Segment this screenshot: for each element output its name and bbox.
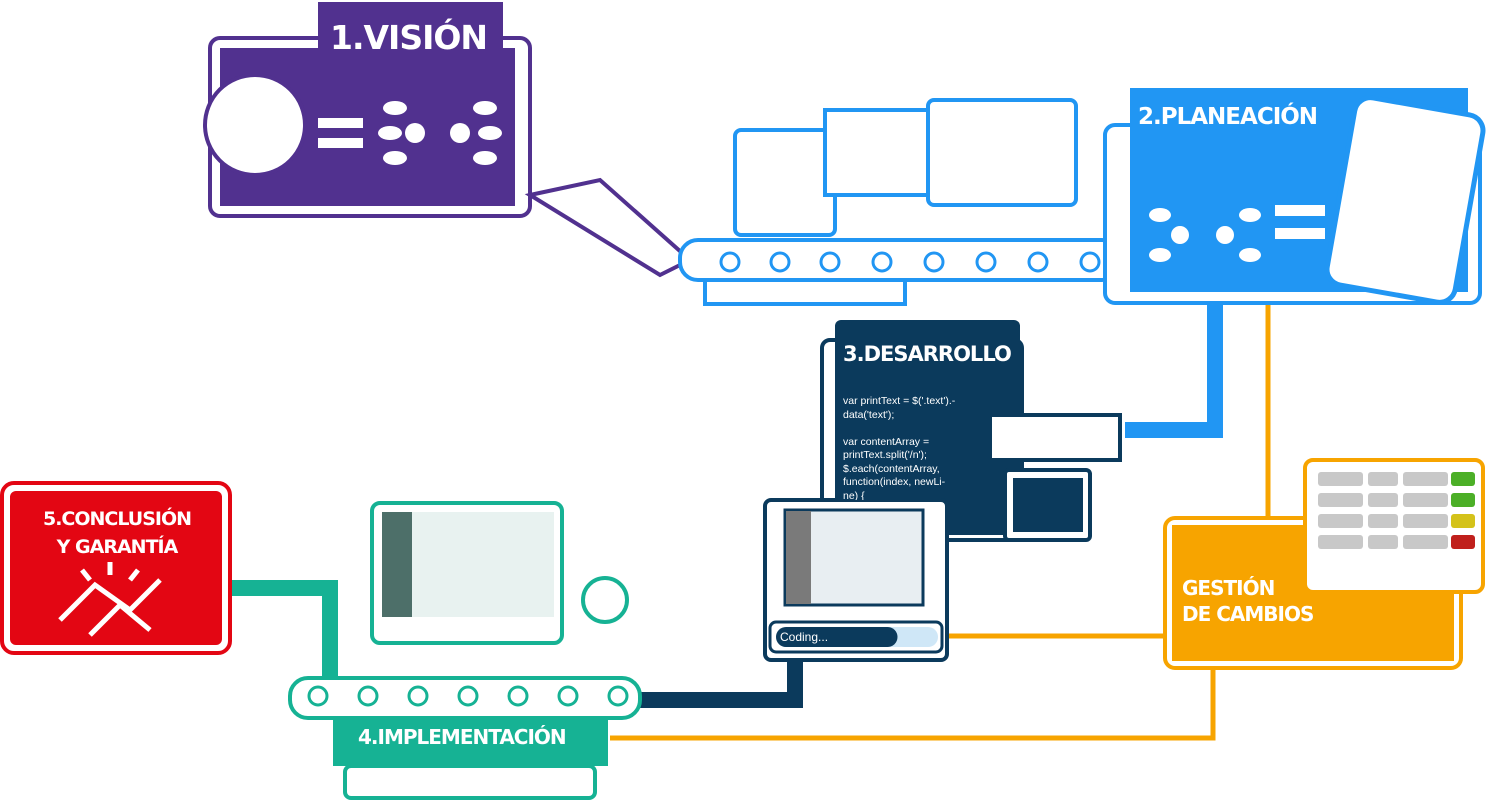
top-conveyor bbox=[678, 98, 1122, 306]
presentation-icon bbox=[823, 108, 945, 197]
document-icon bbox=[733, 128, 837, 237]
monitor-icon bbox=[926, 98, 1078, 207]
conclusion-line-1: 5.CONCLUSIÓN bbox=[42, 508, 192, 530]
stage-planning-label: 2.PLANEACIÓN bbox=[1138, 104, 1318, 130]
presenter-icon bbox=[581, 576, 629, 624]
implementation-panel bbox=[288, 501, 642, 800]
status-indicator bbox=[1451, 514, 1475, 528]
stage-implementation-label: 4.IMPLEMENTACIÓN bbox=[358, 725, 567, 749]
status-row-cell bbox=[1403, 472, 1448, 486]
status-row-cell bbox=[1318, 514, 1363, 528]
status-row-cell bbox=[1368, 472, 1398, 486]
status-row-cell bbox=[1403, 493, 1448, 507]
conclusion-line-2: Y GARANTÍA bbox=[56, 536, 179, 558]
stage-vision-label: 1.VISIÓN bbox=[330, 18, 488, 57]
change-management-line-1: GESTIÓN bbox=[1182, 576, 1275, 600]
status-row-cell bbox=[1403, 535, 1448, 549]
orange-pipes bbox=[610, 300, 1271, 741]
status-row-cell bbox=[1368, 535, 1398, 549]
navy-pipe bbox=[640, 650, 803, 708]
teal-pipe bbox=[230, 580, 338, 680]
change-management-line-2: DE CAMBIOS bbox=[1182, 602, 1314, 626]
status-row-cell bbox=[1368, 493, 1398, 507]
stage-development-label: 3.DESARROLLO bbox=[843, 342, 1012, 366]
status-row-cell bbox=[1318, 535, 1363, 549]
mindmap-icon bbox=[378, 101, 502, 165]
status-indicator bbox=[1451, 472, 1475, 486]
conclusion-panel bbox=[0, 481, 232, 655]
change-management-label: GESTIÓN DE CAMBIOS bbox=[1182, 575, 1314, 627]
handshake-icon bbox=[58, 562, 162, 637]
change-management-panel bbox=[1163, 458, 1485, 670]
coding-status-label: Coding... bbox=[780, 630, 829, 644]
status-row-cell bbox=[1403, 514, 1448, 528]
vision-panel bbox=[203, 2, 694, 278]
status-indicator bbox=[1451, 493, 1475, 507]
planning-panel bbox=[1103, 88, 1486, 305]
development-panel bbox=[763, 320, 1122, 662]
coding-progress-fill bbox=[776, 627, 898, 647]
status-row-cell bbox=[1318, 493, 1363, 507]
code-snippet: var printText = $('.text').- data('text'… bbox=[843, 395, 956, 500]
status-indicator bbox=[1451, 535, 1475, 549]
blue-pipe bbox=[1125, 300, 1223, 438]
phone-icon bbox=[1324, 95, 1486, 305]
status-row-cell bbox=[1368, 514, 1398, 528]
status-row-cell bbox=[1318, 472, 1363, 486]
stage-conclusion-label: 5.CONCLUSIÓN Y GARANTÍA bbox=[22, 505, 212, 561]
lightbulb-icon bbox=[203, 73, 307, 177]
